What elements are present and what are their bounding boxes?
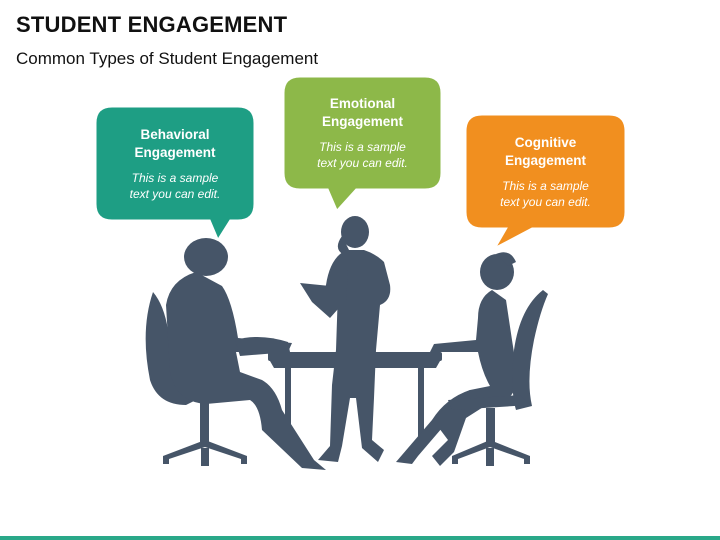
behavioral-text-line2: text you can edit. [129,186,221,201]
behavioral-bubble: Behavioral Engagement This is a sample t… [96,107,254,220]
cognitive-heading-line1: Cognitive [514,134,577,150]
page-title: STUDENT ENGAGEMENT [16,12,288,37]
cognitive-text-line2: text you can edit. [500,194,591,209]
behavioral-heading-line1: Behavioral [140,126,210,142]
cognitive-heading-line2: Engagement [504,152,586,168]
cognitive-bubble: Cognitive Engagement This is a sample te… [466,115,625,228]
emotional-heading-line1: Emotional [329,96,396,111]
emotional-text-line2: text you can edit. [317,156,408,170]
table-silhouette [268,352,442,442]
cognitive-heading: Cognitive Engagement [505,134,586,170]
cognitive-text: This is a sample text you can edit. [500,178,591,210]
emotional-text-line1: This is a sample [319,140,406,154]
left-chair-silhouette [145,292,247,466]
page-subtitle: Common Types of Student Engagement [16,49,319,68]
behavioral-text: This is a sample text you can edit. [130,170,221,202]
emotional-text: This is a sample text you can edit. [317,139,408,171]
accent-bar [0,536,720,540]
behavioral-heading-line2: Engagement [134,144,216,160]
emotional-heading-line2: Engagement [321,114,403,129]
right-person-silhouette [396,252,518,466]
right-chair-silhouette [448,290,548,466]
cognitive-text-line1: This is a sample [502,178,589,193]
behavioral-heading: Behavioral Engagement [134,126,215,162]
cognitive-bubble-shape [465,114,626,249]
emotional-bubble: Emotional Engagement This is a sample te… [284,77,441,189]
behavioral-text-line1: This is a sample [131,170,219,185]
behavioral-bubble-shape [95,106,255,241]
emotional-heading: Emotional Engagement [322,95,403,131]
center-person-silhouette [300,216,391,462]
emotional-bubble-shape [283,76,442,211]
